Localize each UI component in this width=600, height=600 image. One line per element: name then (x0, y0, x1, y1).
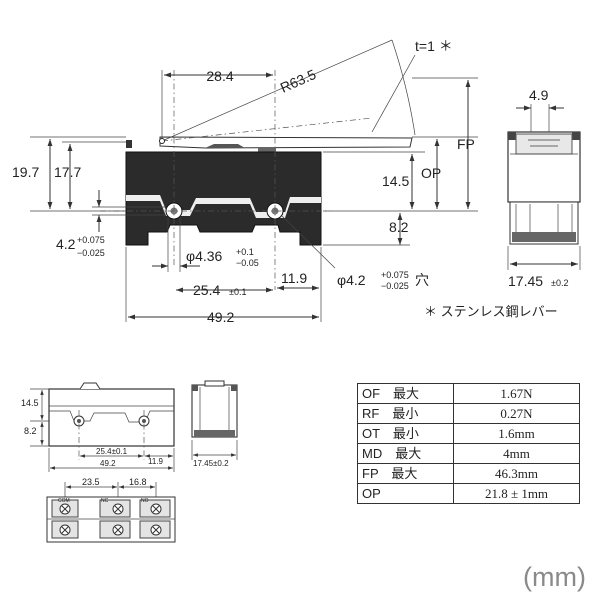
spec-value: 1.67N (453, 383, 580, 404)
dim-25-4-tol: ±0.1 (229, 287, 246, 297)
dim-phi-4-2: φ4.2 (337, 272, 366, 288)
dim-4-2-tol-dn: −0.025 (77, 248, 105, 258)
spec-value: 46.3mm (453, 463, 580, 484)
spec-table: OF 最大 1.67N RF 最小 0.27N OT 最小 1.6mm MD 最… (357, 383, 580, 504)
dim-8-2: 8.2 (389, 219, 409, 235)
terminal-bottom-row (51, 520, 171, 539)
spec-value: 0.27N (453, 403, 580, 424)
dim-28-4: 28.4 (206, 68, 233, 84)
spec-row-of: OF 最大 1.67N (357, 383, 580, 404)
dim-4-2: 4.2 (56, 236, 76, 252)
spec-label: OP (357, 483, 454, 504)
dim-phi-4-2-suffix: 穴 (415, 272, 429, 288)
dim-25-4: 25.4 (193, 282, 220, 298)
dim-16-8: 16.8 (129, 477, 147, 487)
spec-row-rf: RF 最小 0.27N (357, 403, 580, 424)
terminal-label-com: COM (58, 498, 70, 504)
spec-label: FP 最大 (357, 463, 454, 484)
dim-phi-4-36-tol-up: +0.1 (236, 247, 254, 257)
spec-label: RF 最小 (357, 403, 454, 424)
small-dim-49-2: 49.2 (100, 459, 116, 468)
dim-11-9: 11.9 (281, 270, 307, 286)
small-front-view: 14.5 8.2 25.4±0.1 11.9 49.2 17.45±0.2 (21, 380, 238, 472)
small-dim-11-9: 11.9 (148, 457, 164, 466)
spec-value: 21.8 ± 1mm (453, 483, 580, 504)
unit-label: (mm) (523, 562, 586, 592)
dim-4-2-tol-up: +0.075 (77, 235, 105, 245)
terminal-view: 23.5 16.8 COM NC NO (46, 477, 176, 543)
small-dim-14-5: 14.5 (21, 398, 39, 408)
dim-4-9: 4.9 (529, 87, 549, 103)
dim-phi-4-2-tol-up: +0.075 (381, 270, 409, 280)
main-front-view: 28.4 R63.5 t=1 ＊ 19.7 17.7 14.5 OP FP 8.… (12, 38, 558, 325)
dim-19-7: 19.7 (12, 164, 39, 180)
spec-label: OT 最小 (357, 423, 454, 444)
dim-14-5: 14.5 (382, 173, 409, 189)
dim-17-45-tol: ±0.2 (551, 278, 568, 288)
terminal-nc-top: NC (99, 498, 131, 518)
terminal-com-top: COM (51, 498, 79, 518)
spec-row-op: OP 21.8 ± 1mm (357, 483, 580, 504)
spec-value: 4mm (453, 443, 580, 464)
dim-17-45: 17.45 (508, 273, 543, 289)
lever-arm (159, 136, 413, 149)
dim-17-7: 17.7 (54, 164, 81, 180)
spec-row-fp: FP 最大 46.3mm (357, 463, 580, 484)
terminal-label-nc: NC (101, 498, 109, 504)
dim-thickness: t=1 ＊ (415, 38, 453, 54)
dim-phi-4-36: φ4.36 (186, 248, 223, 264)
small-dim-17-45: 17.45±0.2 (193, 459, 229, 468)
terminal-no-top: NO (139, 498, 171, 518)
dim-phi-4-36-tol-dn: −0.05 (236, 258, 259, 268)
dim-op: OP (421, 165, 441, 181)
lever-material-note: ＊ ステンレス鋼レバー (424, 304, 558, 319)
small-dim-8-2: 8.2 (24, 426, 37, 436)
dim-49-2: 49.2 (207, 309, 234, 325)
dim-r63-5: R63.5 (278, 66, 319, 96)
terminal-label-no: NO (141, 498, 149, 504)
side-view: 4.9 17.45 ±0.2 (507, 87, 581, 289)
dim-23-5: 23.5 (82, 477, 100, 487)
spec-row-ot: OT 最小 1.6mm (357, 423, 580, 444)
spec-row-md: MD 最大 4mm (357, 443, 580, 464)
spec-label: MD 最大 (357, 443, 454, 464)
spec-value: 1.6mm (453, 423, 580, 444)
small-dim-25-4: 25.4±0.1 (96, 447, 128, 456)
spec-label: OF 最大 (357, 383, 454, 404)
dim-phi-4-2-tol-dn: −0.025 (381, 281, 409, 291)
dim-fp: FP (457, 136, 475, 152)
